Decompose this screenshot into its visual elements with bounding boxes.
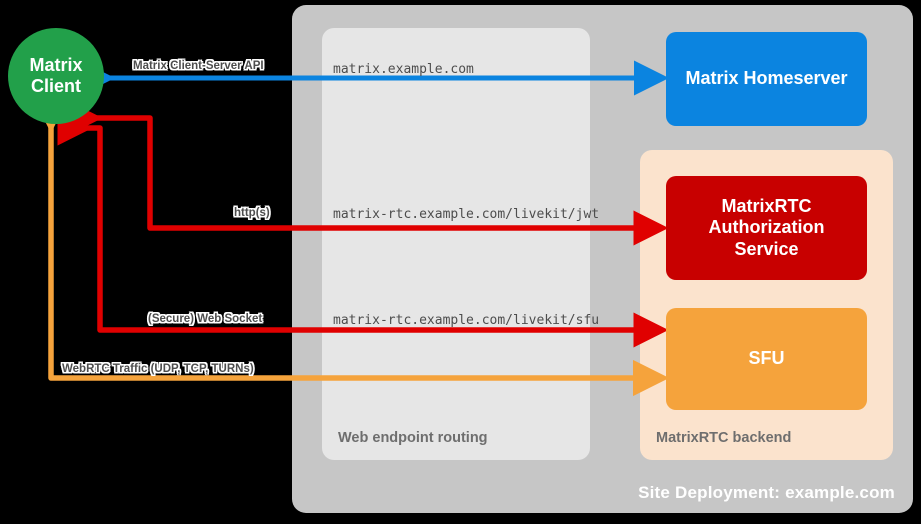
node-matrix-client[interactable]: Matrix Client — [8, 28, 104, 124]
connection-label-websocket: (Secure) Web Socket — [148, 313, 263, 325]
endpoint-url-livekit-jwt: matrix-rtc.example.com/livekit/jwt — [333, 207, 600, 222]
node-matrix-homeserver-label: Matrix Homeserver — [685, 68, 848, 89]
node-matrix-client-label: Matrix Client — [29, 55, 82, 96]
endpoint-url-matrix: matrix.example.com — [333, 62, 474, 77]
node-matrix-client-label-line1: Matrix — [29, 55, 83, 76]
node-matrixrtc-authorization-service[interactable]: MatrixRTC Authorization Service — [666, 176, 867, 280]
node-matrix-client-label-line2: Client — [30, 76, 81, 96]
endpoint-url-livekit-sfu: matrix-rtc.example.com/livekit/sfu — [333, 313, 600, 328]
connection-label-webrtc: WebRTC Traffic (UDP, TCP, TURNs) — [62, 363, 254, 375]
node-sfu[interactable]: SFU — [666, 308, 867, 410]
web-endpoint-routing-container: Web endpoint routing — [322, 28, 590, 460]
matrixrtc-backend-label: MatrixRTC backend — [656, 430, 792, 446]
node-matrixrtc-authorization-service-label: MatrixRTC Authorization Service — [709, 196, 825, 261]
connection-label-https: http(s) — [234, 207, 270, 219]
rtc-auth-label-line2: Authorization — [708, 217, 825, 238]
node-matrix-homeserver[interactable]: Matrix Homeserver — [666, 32, 867, 126]
node-sfu-label: SFU — [748, 348, 785, 369]
connection-label-cs-api: Matrix Client-Server API — [133, 60, 264, 72]
rtc-auth-label-line3: Service — [734, 238, 799, 259]
web-endpoint-routing-label: Web endpoint routing — [338, 430, 488, 446]
site-deployment-label: Site Deployment: example.com — [638, 483, 895, 502]
rtc-auth-label-line1: MatrixRTC — [721, 195, 812, 216]
